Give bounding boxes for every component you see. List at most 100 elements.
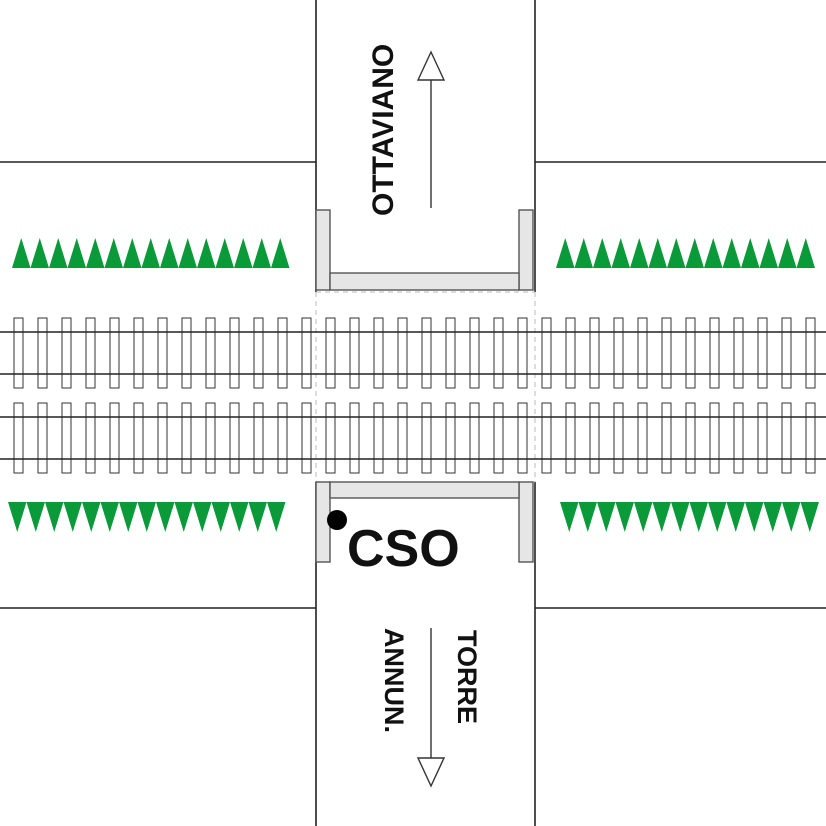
hedge-triangle [197, 238, 216, 268]
hedge-triangle [267, 502, 286, 532]
track-sleeper [397, 402, 408, 474]
track-sleeper [253, 402, 264, 474]
hedge-triangle [193, 502, 212, 532]
south-direction-label-line2: ANNUN. [379, 628, 409, 733]
hedge-triangle [230, 502, 249, 532]
track-sleeper [589, 317, 600, 389]
track-sleeper [685, 317, 696, 389]
dot-icon [327, 510, 347, 530]
track-sleeper [181, 402, 192, 474]
hedge-triangle [215, 238, 234, 268]
hedge-triangle [796, 238, 815, 268]
hedge-triangle [578, 502, 597, 532]
hedge-triangle [26, 502, 45, 532]
hedge-triangle [778, 238, 797, 268]
arrow-down-icon [416, 628, 446, 788]
barrier-north-left-post [315, 209, 331, 291]
track-sleeper [13, 317, 24, 389]
track-sleeper [541, 317, 552, 389]
track-sleeper [109, 317, 120, 389]
hedge-triangle [685, 238, 704, 268]
track-sleeper [229, 402, 240, 474]
track-sleeper [733, 402, 744, 474]
hedge-triangle [593, 238, 612, 268]
hedge-triangle [174, 502, 193, 532]
track-sleeper [445, 402, 456, 474]
track-sleeper [709, 317, 720, 389]
railway-track [0, 317, 826, 389]
hedge-triangle [782, 502, 801, 532]
track-sleeper [157, 317, 168, 389]
track-sleeper [661, 402, 672, 474]
track-sleeper [469, 317, 480, 389]
hedge-icon [556, 238, 815, 268]
hedge-triangle [759, 238, 778, 268]
track-sleeper [301, 317, 312, 389]
track-sleeper [589, 402, 600, 474]
hedge-triangle [800, 502, 819, 532]
hedge-triangle [689, 502, 708, 532]
track-sleeper [133, 402, 144, 474]
north-direction-label: OTTAVIANO [367, 44, 400, 216]
hedge-triangle [211, 502, 230, 532]
track-sleeper [61, 402, 72, 474]
hedge-triangle [104, 238, 123, 268]
track-sleeper [157, 402, 168, 474]
vegetation [8, 238, 819, 532]
barrier-north-right-post [518, 209, 534, 291]
track-sleeper [469, 402, 480, 474]
track-sleeper [37, 402, 48, 474]
hedge-triangle [119, 502, 138, 532]
track-sleeper [349, 317, 360, 389]
track-sleeper [517, 402, 528, 474]
track-sleeper [805, 317, 816, 389]
hedge-triangle [30, 238, 49, 268]
hedge-triangle [271, 238, 290, 268]
hedge-triangle [556, 238, 575, 268]
track-sleeper [277, 317, 288, 389]
hedge-triangle [708, 502, 727, 532]
track-sleeper [685, 402, 696, 474]
track-sleeper [661, 317, 672, 389]
track-sleeper [709, 402, 720, 474]
track-sleeper [85, 317, 96, 389]
hedge-triangle [234, 238, 253, 268]
hedge-triangle [726, 502, 745, 532]
track-sleeper [325, 317, 336, 389]
arrow-up-icon [416, 50, 446, 208]
track-sleeper [373, 402, 384, 474]
track-sleeper [133, 317, 144, 389]
track-sleeper [637, 402, 648, 474]
barrier-south-bar [329, 481, 520, 499]
hedge-triangle [49, 238, 68, 268]
track-sleeper [733, 317, 744, 389]
hedge-triangle [648, 238, 667, 268]
track-sleeper [637, 317, 648, 389]
hedge-triangle [671, 502, 690, 532]
hedge-triangle [8, 502, 27, 532]
hedge-triangle [722, 238, 741, 268]
railway-tracks [0, 317, 826, 474]
railway-track [0, 402, 826, 474]
hedge-triangle [611, 238, 630, 268]
track-sleeper [205, 402, 216, 474]
track-sleeper [277, 402, 288, 474]
station-code-label: CSO [347, 520, 460, 578]
hedge-triangle [178, 238, 197, 268]
hedge-triangle [82, 502, 101, 532]
hedge-triangle [745, 502, 764, 532]
hedge-triangle [652, 502, 671, 532]
track-sleeper [373, 317, 384, 389]
hedge-triangle [100, 502, 119, 532]
track-sleeper [805, 402, 816, 474]
hedge-triangle [45, 502, 64, 532]
track-sleeper [13, 402, 24, 474]
hedge-triangle [86, 238, 105, 268]
hedge-triangle [12, 238, 31, 268]
hedge-triangle [630, 238, 649, 268]
track-sleeper [421, 402, 432, 474]
hedge-triangle [137, 502, 156, 532]
hedge-triangle [67, 238, 86, 268]
